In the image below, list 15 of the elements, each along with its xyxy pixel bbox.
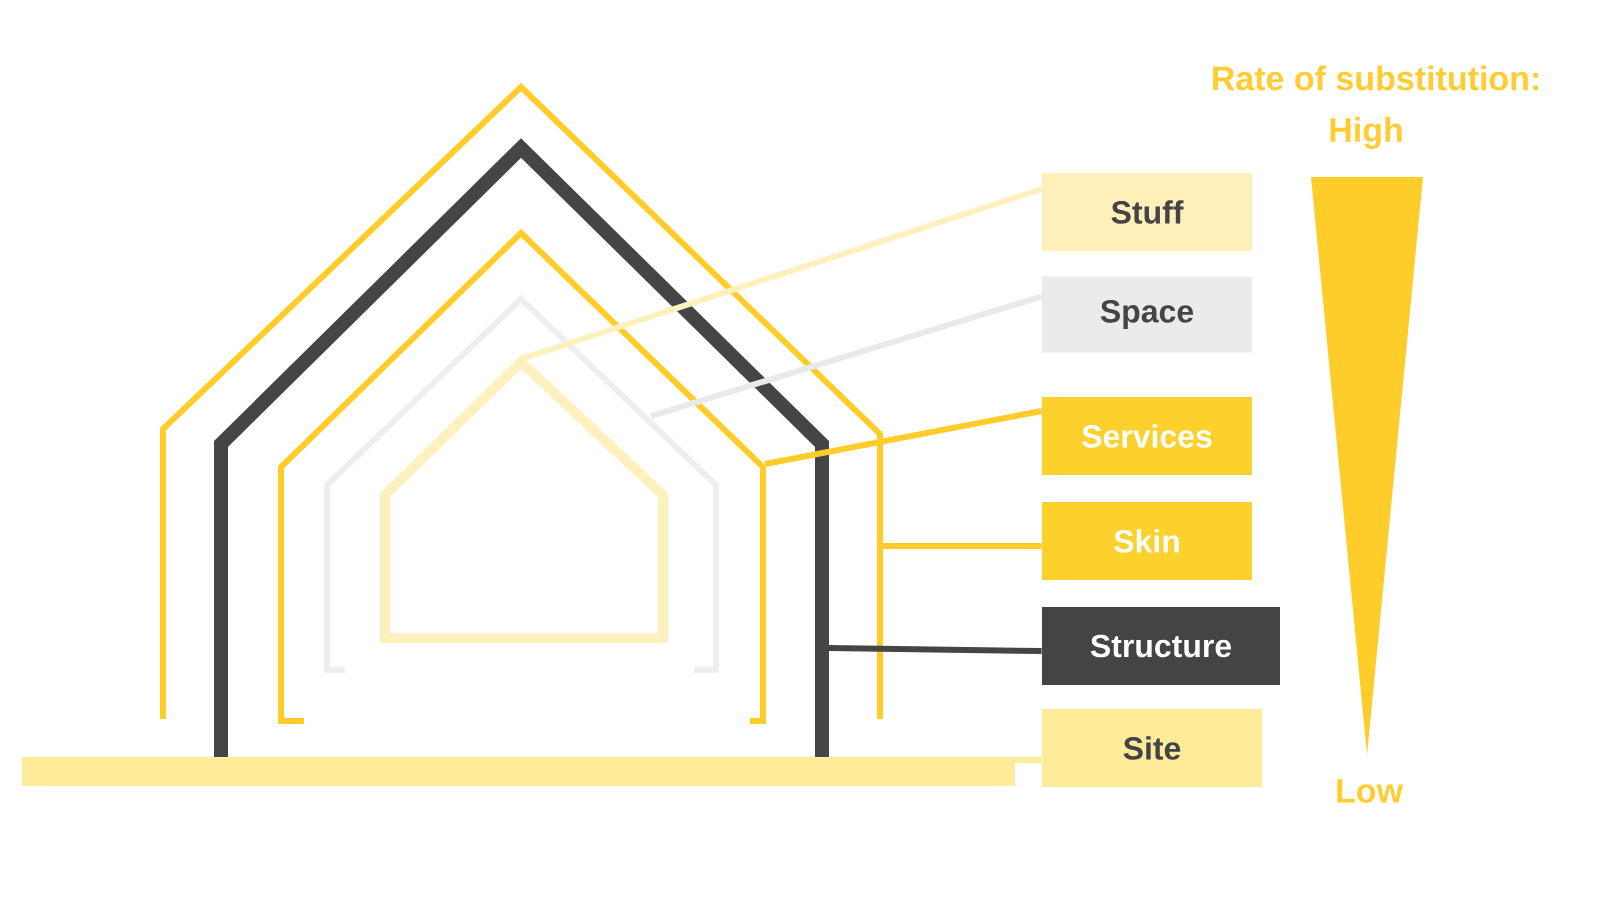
leader-line <box>650 293 1043 419</box>
label-box: Site <box>1042 709 1262 787</box>
leader-line <box>764 408 1043 467</box>
label-box: Services <box>1042 397 1252 475</box>
scale-label: Low <box>1337 779 1404 803</box>
label-box: Structure <box>1042 607 1280 685</box>
scale-label: High <box>1330 117 1402 149</box>
scale-label: Rate of substitution: <box>1213 65 1538 91</box>
leader-line <box>883 543 1042 549</box>
leader-line <box>828 645 1042 654</box>
leader-line <box>520 186 1043 362</box>
label-box: Skin <box>1042 502 1252 580</box>
label-box: Stuff <box>1042 173 1252 251</box>
label-box: Space <box>1042 276 1252 353</box>
leader-line <box>1015 757 1042 763</box>
